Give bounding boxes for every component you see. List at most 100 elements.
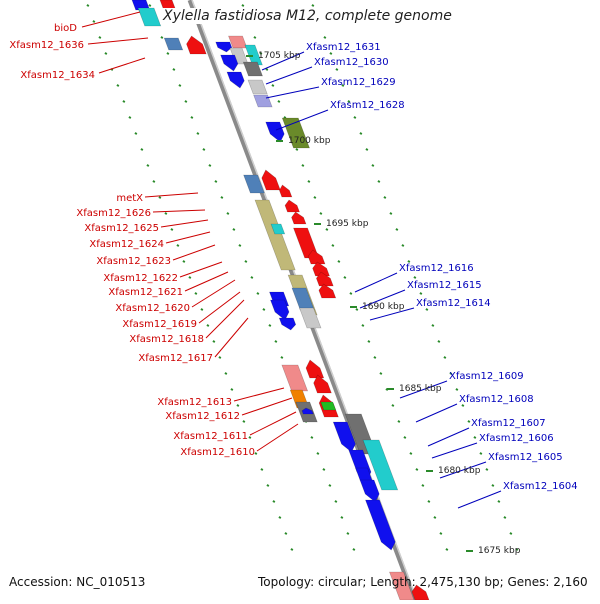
gene-feature [299, 307, 322, 329]
tick-dot [329, 52, 333, 55]
tick-dot [328, 484, 332, 487]
label-leader [439, 461, 487, 479]
tick-dot [116, 84, 120, 87]
gene-label: Xfasm12_1614 [416, 298, 491, 309]
tick-dot [373, 356, 377, 359]
genome-summary-text: Topology: circular; Length: 2,475,130 bp… [258, 575, 588, 589]
tick-dot [379, 372, 383, 375]
gene-feature [215, 41, 233, 53]
tick-dot [361, 324, 365, 327]
tick-dot [166, 52, 170, 55]
gene-feature [318, 283, 337, 299]
tick-dot [268, 324, 272, 327]
tick-dot [278, 516, 282, 519]
tick-dot [224, 372, 228, 375]
gene-label: Xfasm12_1607 [471, 418, 546, 429]
tick-dot [104, 52, 108, 55]
tick-dot [473, 436, 477, 439]
tick-dot [242, 420, 246, 423]
tick-dot [425, 308, 429, 311]
tick-dot [272, 500, 276, 503]
label-leader [179, 261, 223, 278]
gene-feature [265, 121, 285, 143]
label-leader [205, 299, 245, 339]
gene-feature [278, 317, 297, 331]
tick-dot [295, 148, 299, 151]
tick-dot [323, 36, 327, 39]
tick-dot [176, 244, 180, 247]
tick-dot [170, 228, 174, 231]
tick-dot [310, 436, 314, 439]
gene-label: Xfasm12_1630 [314, 57, 389, 68]
tick-dot [202, 148, 206, 151]
tick-dot [334, 500, 338, 503]
tick-dot [164, 212, 168, 215]
label-leader [152, 209, 206, 213]
gene-feature [301, 407, 314, 415]
tick-dot [206, 324, 210, 327]
tick-dot [340, 516, 344, 519]
tick-dot [266, 484, 270, 487]
gene-label: Xfasm12_1616 [399, 263, 474, 274]
gene-label: Xfasm12_1631 [306, 42, 381, 53]
tick-dot [335, 68, 339, 71]
gene-feature [270, 223, 286, 235]
gene-feature [137, 7, 162, 27]
tick-dot [284, 532, 288, 535]
tick-dot [419, 292, 423, 295]
tick-dot [262, 308, 266, 311]
tick-dot [140, 148, 144, 151]
tick-dot [274, 340, 278, 343]
tick-dot [214, 180, 218, 183]
tick-dot [367, 340, 371, 343]
tick-dot [248, 436, 252, 439]
label-leader [172, 244, 216, 261]
tick-dot [431, 324, 435, 327]
tick-label: 1700 kbp [288, 136, 331, 146]
tick-dot [256, 292, 260, 295]
tick-dot [455, 388, 459, 391]
tick-dot [415, 468, 419, 471]
tick-dot [283, 116, 287, 119]
gene-label: Xfasm12_1612 [165, 411, 240, 422]
gene-label: Xfasm12_1625 [84, 223, 159, 234]
tick-dot [346, 532, 350, 535]
label-leader-lines [81, 11, 502, 509]
tick-dot [319, 212, 323, 215]
gene-feature [247, 79, 268, 95]
tick-dot [230, 388, 234, 391]
tick-dot [503, 516, 507, 519]
label-leader [249, 411, 297, 436]
label-leader [265, 86, 320, 99]
tick-dot [128, 116, 132, 119]
tick-dot [349, 292, 353, 295]
tick-label: 1680 kbp [438, 466, 481, 476]
tick-dot [515, 548, 519, 551]
label-leader [144, 192, 199, 198]
gene-label: Xfasm12_1604 [503, 481, 578, 492]
tick-dot [194, 292, 198, 295]
tick-dot [241, 4, 245, 7]
tick-dot [439, 532, 443, 535]
tick-dot [307, 180, 311, 183]
tick-dot [238, 244, 242, 247]
gene-feature [291, 211, 307, 225]
tick-dot [172, 68, 176, 71]
tick-dot [254, 452, 258, 455]
tick-dot [301, 164, 305, 167]
gene-features [131, 0, 430, 601]
tick-dot [383, 196, 387, 199]
label-leader [399, 380, 448, 399]
gene-label: Xfasm12_1620 [115, 303, 190, 314]
gene-label: Xfasm12_1608 [459, 394, 534, 405]
map-title: Xylella fastidiosa M12, complete genome [160, 8, 455, 24]
tick-dot [371, 164, 375, 167]
tick-dot [391, 404, 395, 407]
label-leader [415, 403, 458, 423]
tick-dot [86, 4, 90, 7]
label-leader [81, 11, 141, 28]
tick-dot-rows [86, 4, 519, 551]
tick-dot [148, 4, 152, 7]
tick-dot [401, 244, 405, 247]
